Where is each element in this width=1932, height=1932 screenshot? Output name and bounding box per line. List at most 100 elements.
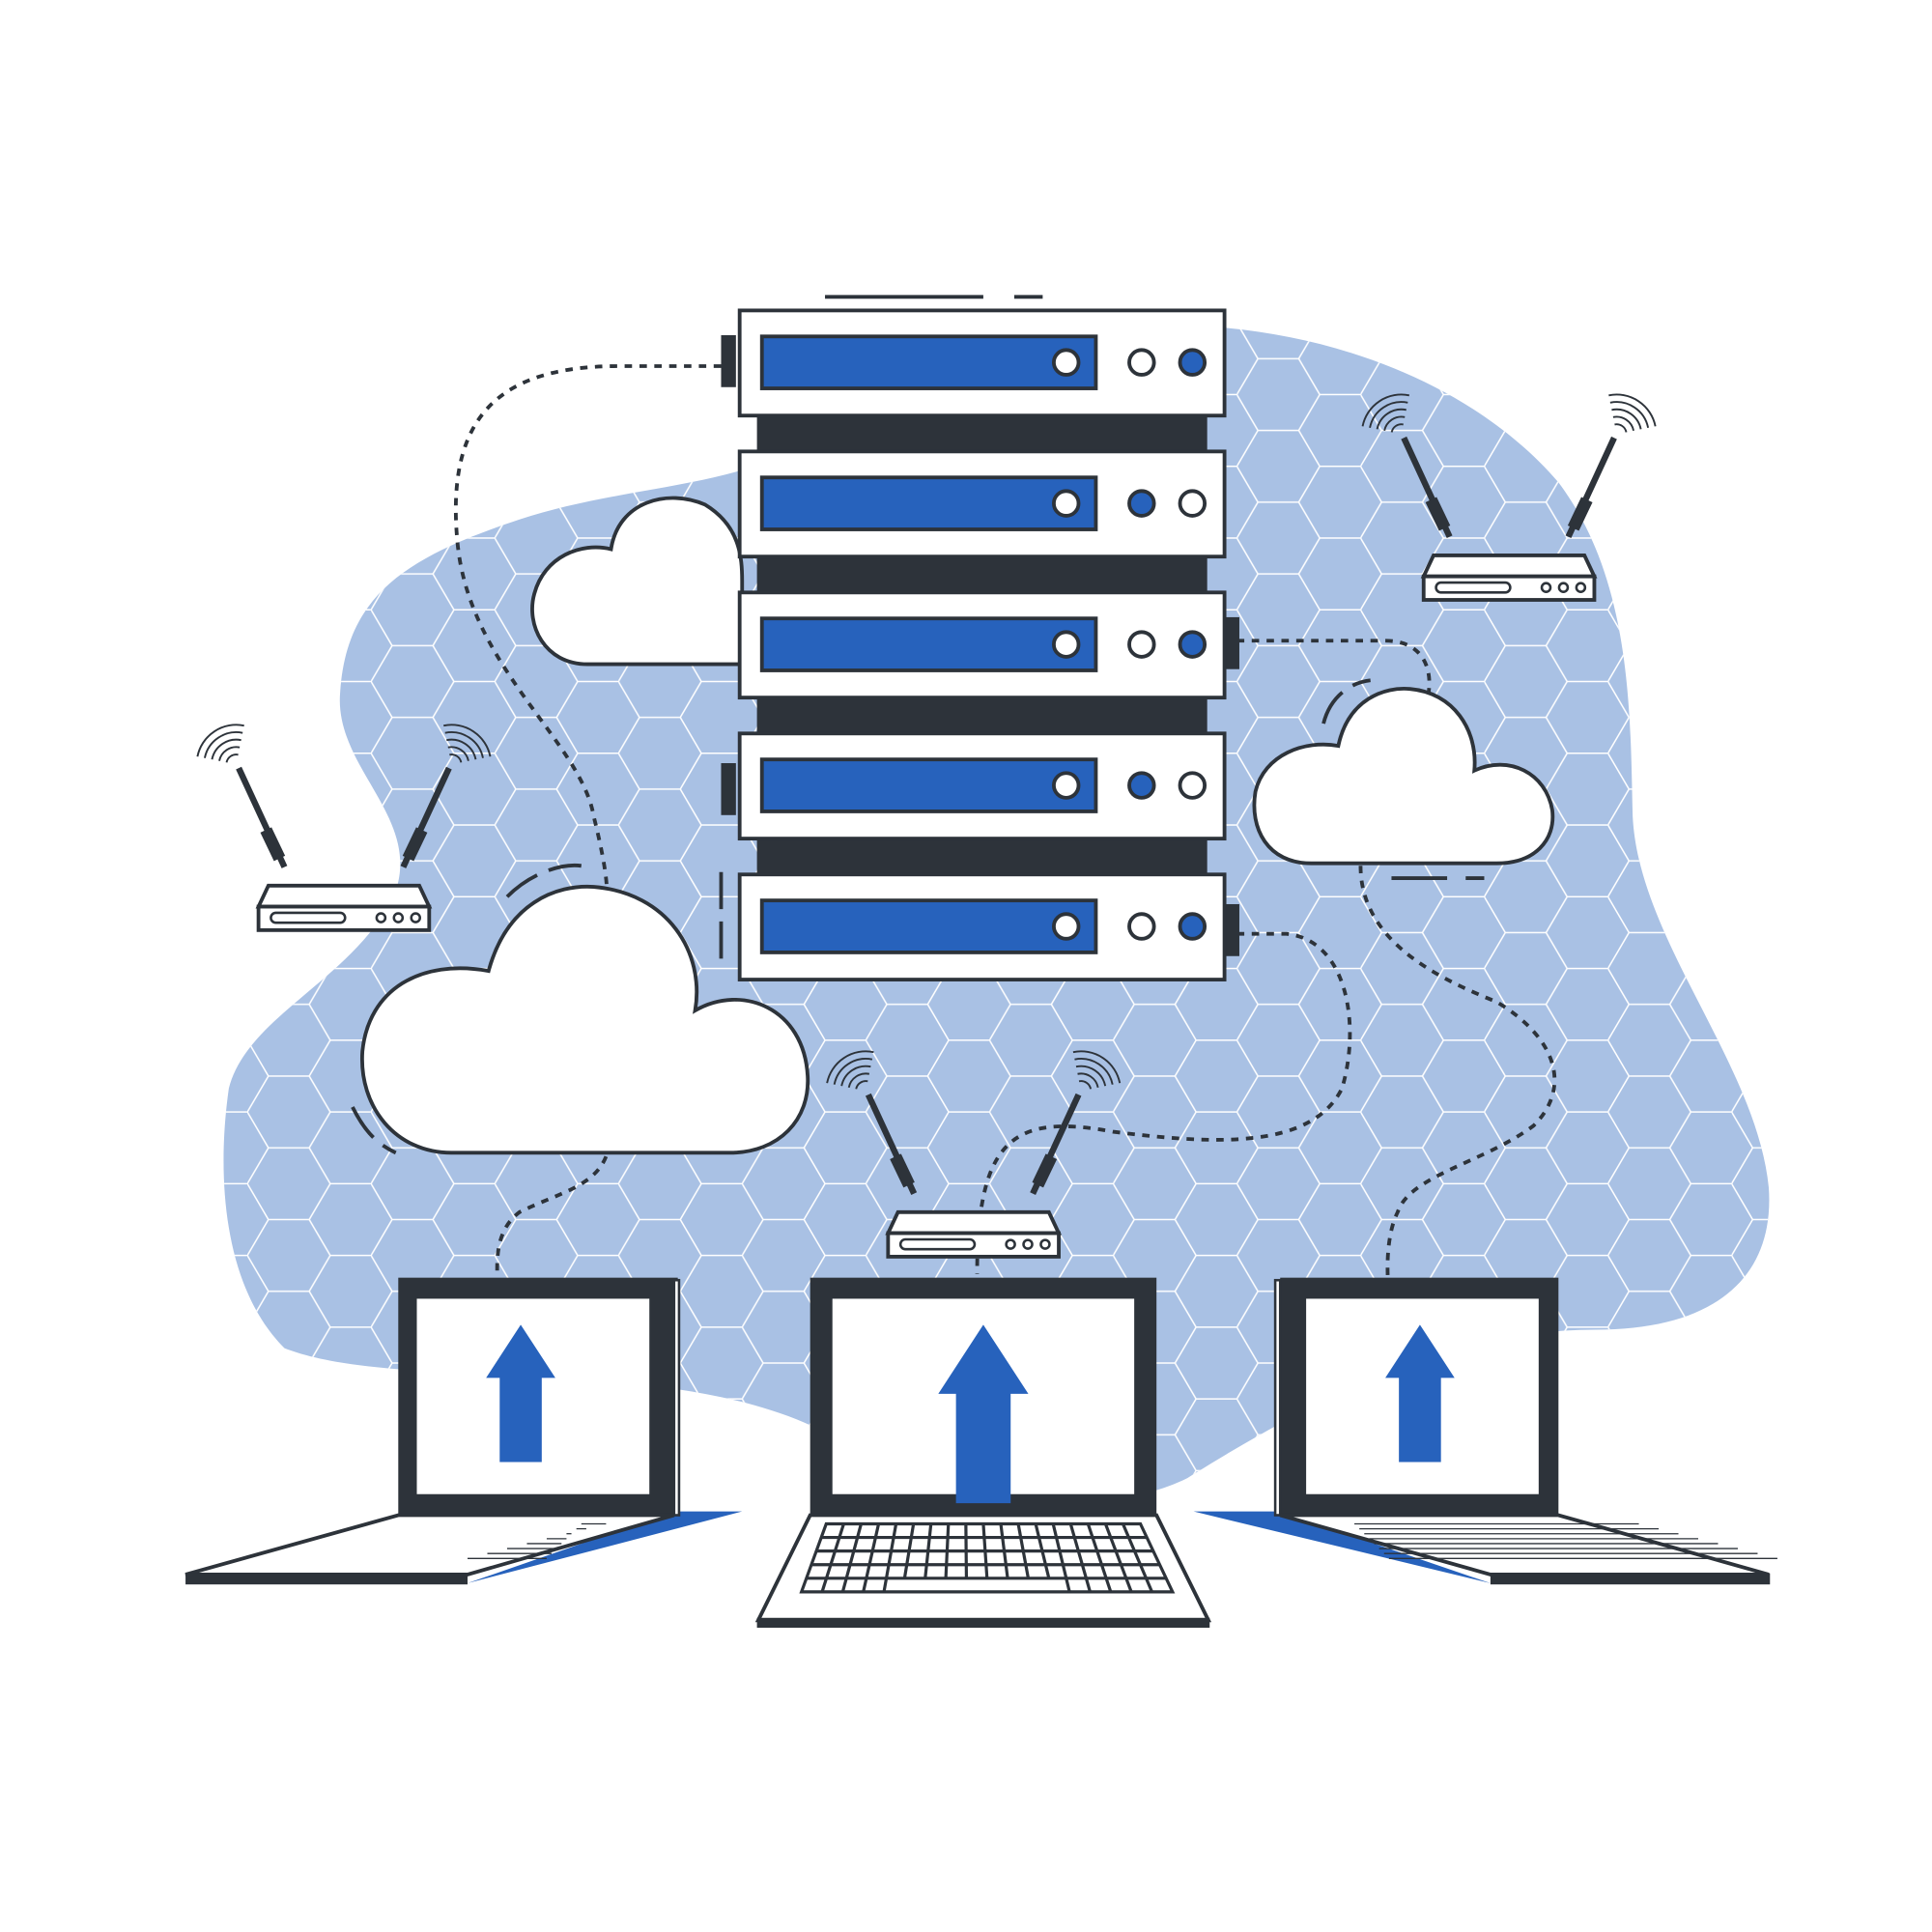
signal-arc <box>1383 415 1406 432</box>
keyboard-col <box>944 1523 951 1578</box>
rack-mount-tab <box>1224 903 1239 956</box>
rack-mount-tab <box>721 763 736 815</box>
status-led <box>1051 630 1081 659</box>
status-led <box>1178 771 1208 800</box>
signal-arc <box>1609 401 1650 429</box>
server-unit <box>721 731 1227 841</box>
router-top <box>255 883 433 909</box>
rack-spacer <box>756 556 1208 594</box>
antenna-base <box>890 1153 915 1188</box>
signal-arc <box>446 738 477 760</box>
rack-spacer <box>756 415 1208 453</box>
router-led <box>410 912 421 923</box>
router-led <box>1540 582 1552 593</box>
upload-arrow-icon <box>938 1324 1029 1504</box>
wifi-router-icon <box>1361 393 1657 602</box>
router-led <box>1022 1238 1034 1250</box>
signal-arc <box>443 724 492 757</box>
server-unit <box>737 590 1239 700</box>
router-slot <box>1435 581 1512 594</box>
cloud-icon <box>530 496 745 667</box>
dashed-connection <box>1236 639 1432 694</box>
keyboard-col <box>1121 1522 1153 1593</box>
status-led <box>1127 771 1156 800</box>
antenna-base <box>1425 497 1451 531</box>
laptop-screen-edge <box>672 1278 681 1517</box>
router-slot <box>898 1237 977 1251</box>
cloud-icon <box>360 686 1555 1155</box>
signal-arc <box>203 731 243 758</box>
signal-arc <box>1361 393 1410 427</box>
status-led <box>1127 630 1156 659</box>
keyboard-col <box>882 1523 898 1593</box>
drive-bay <box>759 757 1098 813</box>
status-led <box>1051 912 1081 941</box>
router-led <box>375 912 387 923</box>
laptop-shadow <box>467 1511 743 1583</box>
signal-arc <box>855 1080 868 1090</box>
signal-arc <box>444 731 484 758</box>
keyboard-col <box>999 1523 1009 1579</box>
keyboard-col <box>1034 1523 1051 1579</box>
laptop-icon <box>185 1277 743 1585</box>
laptop-icon <box>754 1277 1212 1629</box>
wifi-signal-icon <box>826 1050 874 1090</box>
keyboard <box>799 1521 1176 1594</box>
decor-lines <box>825 295 1485 881</box>
server-unit <box>737 872 1239 982</box>
laptop-screen-edge <box>1273 1278 1282 1517</box>
dashed-connection <box>1358 866 1557 1278</box>
signal-arc <box>1077 1072 1099 1089</box>
keyboard-col <box>840 1523 863 1593</box>
rack-mount-tab <box>1224 616 1239 669</box>
drive-bay <box>759 616 1098 672</box>
signal-arc <box>1608 393 1657 427</box>
keyboard-col <box>923 1523 933 1578</box>
keyboard-col <box>862 1523 881 1593</box>
laptop-shadow <box>1193 1511 1491 1583</box>
antenna-base <box>1567 497 1593 531</box>
signal-arc <box>196 724 244 757</box>
laptop-icon <box>1193 1277 1777 1585</box>
wifi-signal-icon <box>196 724 244 763</box>
wifi-router-icon <box>196 724 492 932</box>
signal-arc <box>1614 423 1628 433</box>
wifi-signal-icon <box>443 724 492 763</box>
keyboard-col <box>902 1523 916 1579</box>
signal-arc <box>1390 423 1404 433</box>
drive-bay <box>759 475 1098 531</box>
router-led <box>1039 1238 1051 1250</box>
signal-arc <box>826 1050 874 1084</box>
laptop-base-edge <box>1490 1573 1771 1585</box>
signal-arc <box>847 1072 870 1089</box>
wifi-signal-icon <box>1361 393 1410 433</box>
drive-bay <box>759 898 1098 954</box>
server-unit <box>721 308 1227 418</box>
router-led <box>392 912 405 923</box>
keyboard-col <box>1103 1522 1133 1593</box>
drive-bay <box>759 334 1098 390</box>
signal-arc <box>218 746 241 761</box>
dashed-arc <box>1321 678 1371 724</box>
signal-arc <box>225 753 239 763</box>
signal-arc <box>1074 1058 1114 1085</box>
wifi-signal-icon <box>1608 393 1657 433</box>
keyboard-col <box>1016 1523 1031 1579</box>
upload-arrow-icon <box>486 1324 555 1463</box>
status-led <box>1178 348 1208 377</box>
upload-arrow-icon <box>1385 1324 1455 1463</box>
signal-arc <box>1376 408 1406 430</box>
dashed-connection <box>495 1155 609 1278</box>
laptop-base-edge <box>185 1573 468 1585</box>
dashed-arc <box>505 863 582 898</box>
status-led <box>1051 489 1081 518</box>
status-led <box>1178 489 1208 518</box>
keyboard-col <box>1051 1523 1071 1593</box>
server-unit <box>737 449 1227 559</box>
signal-arc <box>1369 401 1408 429</box>
router-led <box>1557 582 1570 593</box>
router-top <box>1420 553 1598 579</box>
status-led <box>1127 348 1156 377</box>
